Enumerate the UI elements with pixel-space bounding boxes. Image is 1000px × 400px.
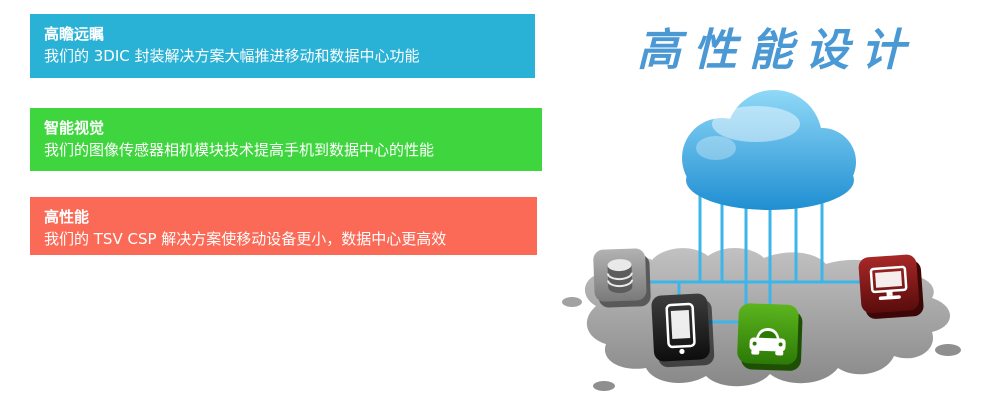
banner-title: 智能视觉 [44,119,105,137]
banner-subtitle: 我们的 3DIC 封装解决方案大幅推进移动和数据中心功能 [44,47,420,65]
banner-title: 高性能 [44,208,90,226]
banner-subtitle: 我们的图像传感器相机模块技术提高手机到数据中心的性能 [44,141,435,159]
feature-banner-smart-vision: 智能视觉 我们的图像传感器相机模块技术提高手机到数据中心的性能 [30,108,542,171]
phone-icon [651,293,715,368]
banner-subtitle: 我们的 TSV CSP 解决方案使移动设备更小，数据中心更高效 [44,230,447,248]
feature-banner-vision: 高瞻远瞩 我们的 3DIC 封装解决方案大幅推进移动和数据中心功能 [30,14,535,78]
cloud-icon [682,90,856,210]
database-icon [593,248,651,308]
feature-banner-performance: 高性能 我们的 TSV CSP 解决方案使移动设备更小，数据中心更高效 [30,197,537,255]
car-icon [737,303,803,371]
banner-title: 高瞻远瞩 [44,25,105,43]
laptop-icon [858,254,924,319]
page-title: 高性能设计 [637,25,917,76]
